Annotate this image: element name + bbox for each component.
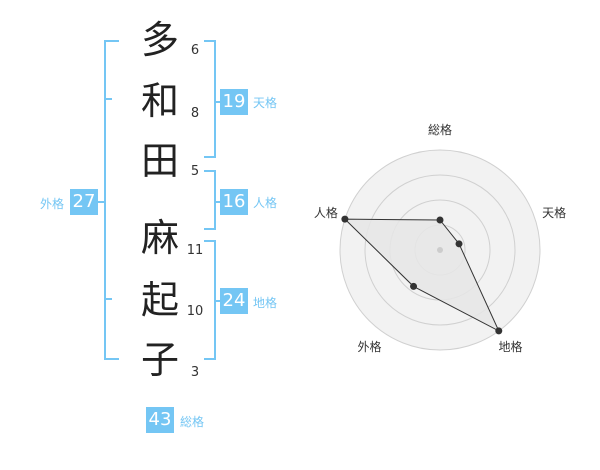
gaikaku-connector [96,201,104,203]
jinkaku-bracket-bottom [204,228,216,230]
gaikaku-bracket-tick [104,98,112,100]
chikaku-bracket-top [204,240,216,242]
jinkaku-bracket-vertical [214,170,216,230]
gaikaku-bracket-tick [104,298,112,300]
gaikaku-bracket-vertical [104,40,106,360]
tenkaku-bracket-top [204,40,216,42]
radar-center-dot [437,247,443,253]
name-char-3: 田 [140,139,179,183]
radar-label-3: 地格 [499,339,523,354]
radar-point-4 [410,282,418,290]
radar-point-3 [495,327,503,335]
tenkaku-bracket-bottom [204,156,216,158]
tenkaku-connector [214,101,222,103]
name-char-1: 多 [140,18,179,62]
radar-point-5 [341,215,349,223]
tenkaku-bracket-vertical [214,40,216,158]
radar-label-2: 天格 [542,205,566,220]
radar-points [341,215,503,335]
name-char-5: 起 [140,278,179,322]
jinkaku-connector [214,201,222,203]
gaikaku-label: 外格 [40,197,65,211]
stroke-count-1: 6 [190,43,200,58]
radar-point-1 [436,216,444,224]
soukaku-score: 43 [146,407,174,433]
chikaku-label: 地格 [253,296,278,310]
stroke-count-6: 3 [190,365,200,380]
stroke-count-3: 5 [190,164,200,179]
stroke-count-5: 10 [186,304,204,319]
name-char-2: 和 [140,79,179,123]
gaikaku-bracket-bottom [104,358,119,360]
stroke-count-2: 8 [190,106,200,121]
radar-label-1: 総格 [428,122,452,137]
chikaku-score: 24 [220,288,248,314]
jinkaku-label: 人格 [253,196,278,210]
radar-ring-3 [364,174,516,326]
name-char-4: 麻 [140,216,179,260]
jinkaku-bracket-top [204,170,216,172]
radar-label-5: 人格 [314,205,338,220]
chikaku-bracket-bottom [204,358,216,360]
gaikaku-score: 27 [70,189,98,215]
radar-point-2 [455,240,463,248]
jinkaku-score: 16 [220,189,248,215]
chikaku-connector [214,300,222,302]
stroke-count-4: 11 [186,243,204,258]
name-char-6: 子 [140,338,179,382]
radar-label-4: 外格 [357,339,381,354]
gaikaku-bracket-top [104,40,119,42]
tenkaku-label: 天格 [253,96,278,110]
tenkaku-score: 19 [220,89,248,115]
soukaku-label: 総格 [180,415,205,429]
